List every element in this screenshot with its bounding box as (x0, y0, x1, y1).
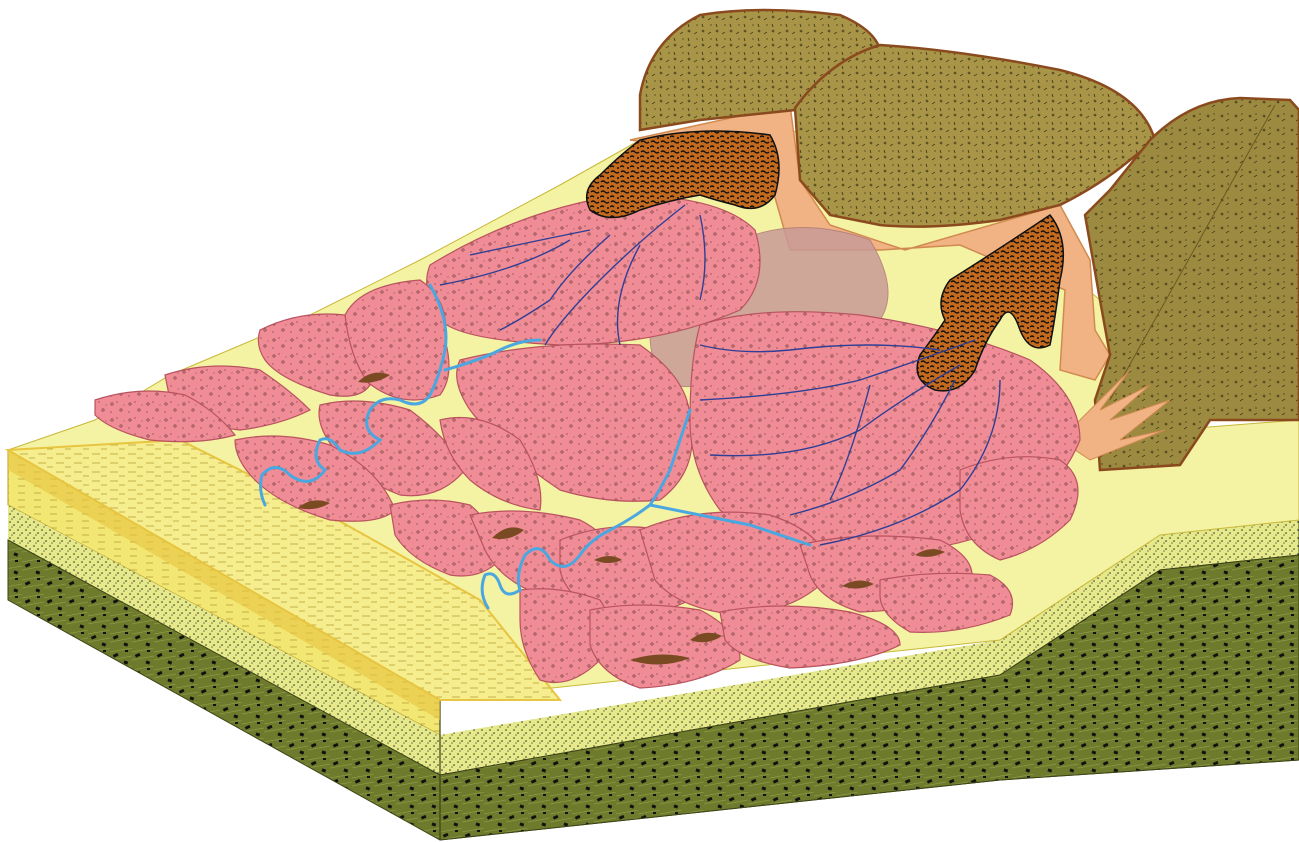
geology-block-diagram (0, 0, 1299, 842)
